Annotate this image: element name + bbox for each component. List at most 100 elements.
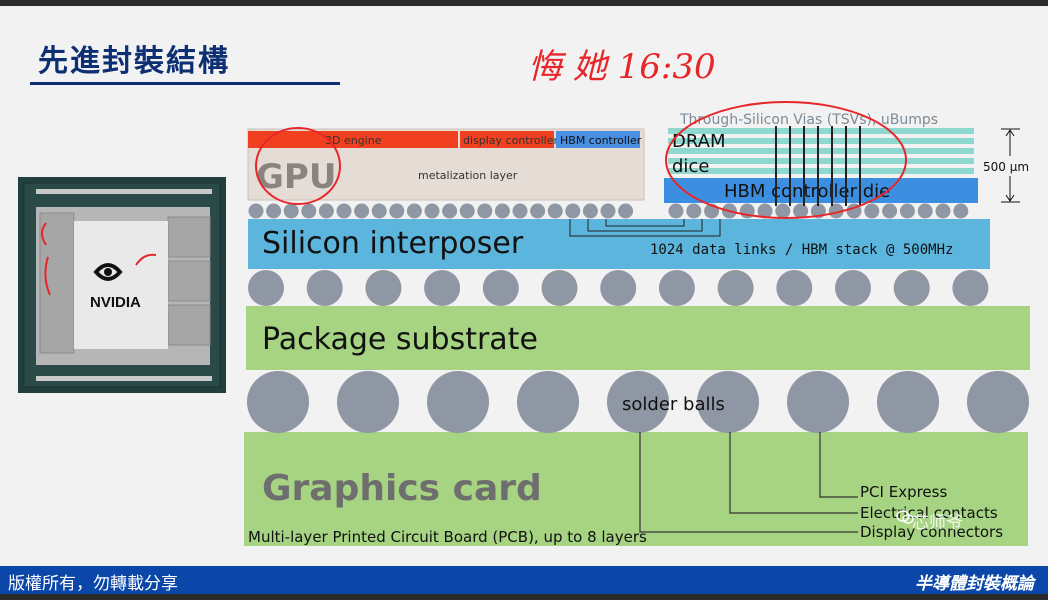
- silicon-interposer-label: Silicon interposer: [262, 226, 524, 261]
- annotation-circle-hbm: [665, 101, 907, 219]
- solder-balls-label: solder balls: [622, 394, 725, 415]
- gpu-3d-engine-label: 3D engine: [325, 134, 382, 147]
- micro-bump: [442, 203, 458, 219]
- c4-bump: [952, 270, 989, 306]
- graphics-card-label: Graphics card: [262, 468, 542, 509]
- micro-bump: [600, 203, 616, 219]
- micro-bump: [406, 203, 422, 219]
- nvidia-logo-text: NVIDIA: [90, 294, 141, 311]
- micro-bump: [565, 203, 581, 219]
- connector-lines: [639, 432, 858, 533]
- height-dimension: [1001, 128, 1020, 203]
- graphics-card-layer: [244, 432, 1028, 546]
- micro-bump: [318, 203, 334, 219]
- c4-bump: [658, 270, 695, 306]
- micro-bump: [899, 203, 915, 219]
- hbm-controller-die-label: HBM controller die: [724, 181, 890, 202]
- tsv-label: Through-Silicon Vias (TSVs), uBumps: [679, 112, 938, 128]
- c4-bump: [424, 270, 461, 306]
- c4-bump: [717, 270, 754, 306]
- c4-bump: [600, 270, 637, 306]
- micro-bump: [882, 203, 898, 219]
- c4-bump: [248, 270, 284, 306]
- electrical-contacts-label: Electrical contacts: [860, 504, 998, 522]
- footer-copyright: 版權所有，勿轉載分享: [8, 574, 178, 594]
- c4-bump: [835, 270, 871, 306]
- dice-label: dice: [672, 156, 709, 177]
- handwritten-annotation: 悔 她 16:30: [528, 47, 716, 87]
- solder-ball: [337, 371, 399, 433]
- micro-bump: [512, 203, 528, 219]
- chip-image: NVIDIA: [18, 177, 226, 393]
- micro-bump: [336, 203, 352, 219]
- c4-bump: [541, 270, 578, 306]
- gpu-hbm-controller-label: HBM controller: [560, 134, 642, 147]
- solder-ball: [427, 371, 489, 433]
- micro-bump: [283, 203, 299, 219]
- metalization-layer-label: metalization layer: [418, 169, 518, 182]
- pcb-label: Multi-layer Printed Circuit Board (PCB),…: [248, 528, 647, 546]
- dram-die-layer: [668, 138, 974, 144]
- micro-bump: [775, 203, 791, 219]
- solder-ball: [247, 371, 309, 433]
- micro-bump: [828, 203, 844, 219]
- c4-bump: [776, 270, 813, 306]
- gpu-chip-photo: NVIDIA: [18, 177, 226, 393]
- dram-label: DRAM: [672, 131, 725, 152]
- c4-bump: [306, 270, 343, 306]
- micro-bump: [793, 203, 809, 219]
- window-bottom-bar: [0, 594, 1048, 600]
- micro-bump: [953, 203, 969, 219]
- silicon-interposer-layer: [248, 219, 990, 269]
- display-connectors-label: Display connectors: [860, 523, 1003, 541]
- pci-express-label: PCI Express: [860, 483, 947, 501]
- c4-bump: [365, 270, 402, 306]
- annotation-circle-gpu: [255, 127, 341, 205]
- package-substrate-layer: [246, 306, 1030, 370]
- window-top-bar: [0, 0, 1048, 6]
- micro-bumps: [248, 203, 969, 219]
- footer-bar: 版權所有，勿轉載分享 半導體封裝概論: [0, 566, 1048, 594]
- micro-bump: [248, 203, 264, 219]
- footer-course-title: 半導體封裝概論: [915, 574, 1034, 594]
- micro-bump: [494, 203, 510, 219]
- c4-bump: [482, 270, 519, 306]
- gpu-label: GPU: [256, 157, 336, 197]
- micro-bump: [354, 203, 370, 219]
- micro-bump: [424, 203, 440, 219]
- c4-bump: [893, 270, 930, 306]
- dram-die-layer: [668, 128, 974, 134]
- gpu-display-controller-block: [460, 131, 554, 148]
- micro-bump: [686, 203, 702, 219]
- dram-die-layer: [668, 168, 974, 174]
- micro-bump: [917, 203, 933, 219]
- tsv-lines: [775, 126, 861, 206]
- handwritten-note: 悔 她 16:30: [528, 47, 716, 87]
- solder-balls-large: [247, 371, 1029, 433]
- slide-title: 先進封裝結構: [38, 44, 230, 79]
- hbm-controller-die: [664, 178, 978, 203]
- gpu-3d-engine-block: [248, 131, 458, 148]
- solder-ball: [517, 371, 579, 433]
- data-links-label: 1024 data links / HBM stack @ 500MHz: [650, 242, 953, 258]
- micro-bump: [618, 203, 634, 219]
- solder-ball: [697, 371, 759, 433]
- gpu-hbm-controller-block: [556, 131, 640, 148]
- watermark-text: 芯师爷: [912, 513, 963, 533]
- micro-bump: [668, 203, 684, 219]
- micro-bump: [301, 203, 317, 219]
- c4-bumps: [248, 270, 989, 306]
- wechat-icon: [896, 510, 914, 524]
- solder-ball: [787, 371, 849, 433]
- dram-die-layer: [668, 158, 974, 164]
- micro-bump: [757, 203, 773, 219]
- title-underline: [30, 82, 340, 85]
- height-dimension-label: 500 μm: [983, 160, 1029, 174]
- micro-bump: [864, 203, 880, 219]
- micro-bump: [935, 203, 951, 219]
- interposer-traces: [569, 219, 721, 237]
- micro-bump: [459, 203, 475, 219]
- solder-ball: [967, 371, 1029, 433]
